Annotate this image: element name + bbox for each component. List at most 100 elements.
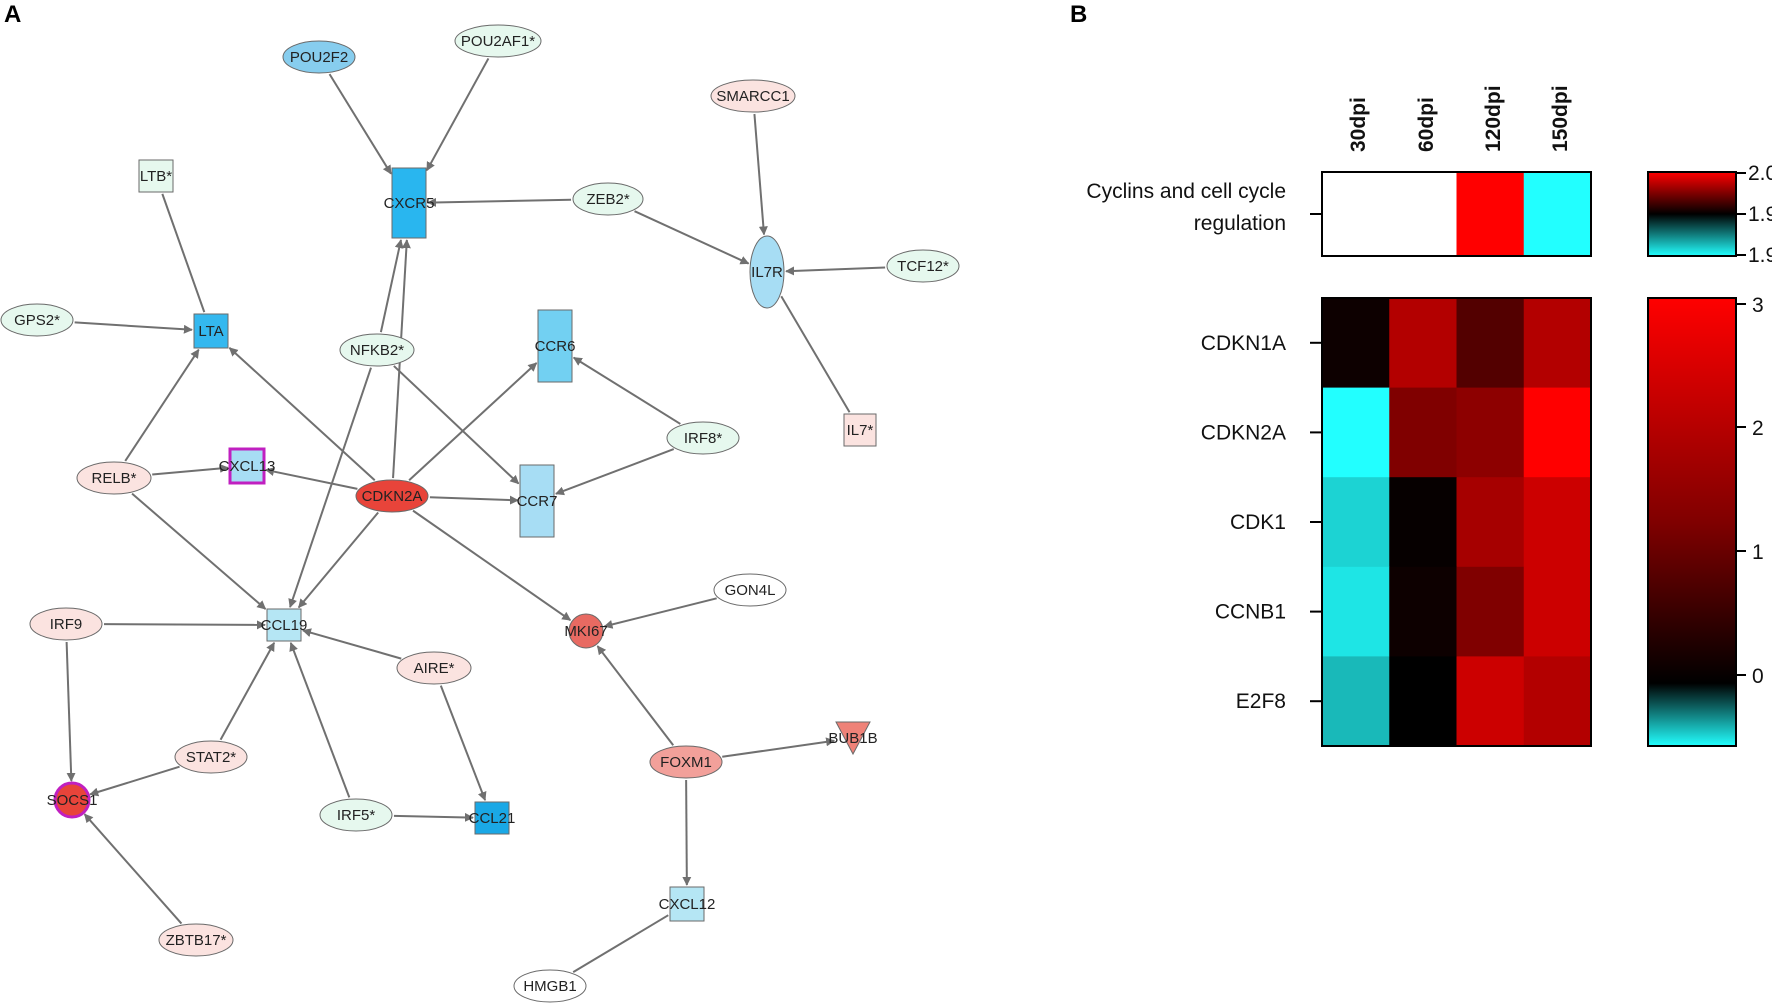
edge-relb-to-cxcl13 xyxy=(152,463,229,476)
node-smarcc1-shape xyxy=(710,79,796,113)
node-tcf12[interactable]: TCF12* xyxy=(886,249,960,283)
node-cxcl12[interactable]: CXCL12 xyxy=(659,886,716,922)
node-smarcc1[interactable]: SMARCC1 xyxy=(710,79,796,113)
heatmap-row-label-cdkn1a: CDKN1A xyxy=(1201,332,1286,355)
node-irf8[interactable]: IRF8* xyxy=(666,421,740,455)
node-ltb[interactable]: LTB* xyxy=(138,159,174,193)
node-tcf12-shape xyxy=(886,249,960,283)
node-cxcr5-label: CXCR5 xyxy=(384,195,435,212)
node-il7[interactable]: IL7* xyxy=(843,413,877,447)
colorbar-top-gradient xyxy=(1647,171,1737,257)
heatmap-cell-cdkn2a-30dpi xyxy=(1322,387,1390,478)
node-zbtb17[interactable]: ZBTB17* xyxy=(158,923,234,957)
heatmap-cell-cdkn2a-150dpi xyxy=(1523,387,1592,478)
node-zeb2-label: ZEB2* xyxy=(586,191,630,208)
node-relb-shape xyxy=(76,461,152,495)
node-gps2-label: GPS2* xyxy=(14,312,60,329)
node-ccr7-shape xyxy=(519,464,555,538)
node-cdkn2a[interactable]: CDKN2A xyxy=(355,479,429,513)
node-lta[interactable]: LTA xyxy=(193,313,229,349)
node-irf8-label: IRF8* xyxy=(684,430,723,447)
node-pou2f2[interactable]: POU2F2 xyxy=(282,40,356,74)
node-relb-label: RELB* xyxy=(91,470,136,487)
heatmap-cell-ccnb1-120dpi xyxy=(1456,566,1525,657)
node-ccr6[interactable]: CCR6 xyxy=(535,309,576,383)
node-ccr7[interactable]: CCR7 xyxy=(517,464,558,538)
node-zeb2[interactable]: ZEB2* xyxy=(572,182,644,216)
node-ccl21[interactable]: CCL21 xyxy=(469,801,516,835)
network-edges xyxy=(65,57,886,973)
node-stat2[interactable]: STAT2* xyxy=(174,740,248,774)
node-aire-label: AIRE* xyxy=(414,660,455,677)
node-bub1b-shape xyxy=(835,721,871,756)
node-il7-label: IL7* xyxy=(847,422,874,439)
edge-cdkn2a-to-ccr7 xyxy=(429,495,519,505)
node-aire[interactable]: AIRE* xyxy=(396,651,472,685)
edge-aire-to-ccl19 xyxy=(302,628,402,660)
column-label-120dpi: 120dpi xyxy=(1482,85,1505,152)
node-mki67[interactable]: MKI67 xyxy=(564,613,608,649)
node-ccl19-shape xyxy=(266,608,302,642)
edge-irf9-to-ccl19 xyxy=(103,620,266,630)
heatmap-cell-cdkn2a-60dpi xyxy=(1389,387,1457,478)
column-label-60dpi: 60dpi xyxy=(1415,97,1438,152)
edge-aire-to-ccl21 xyxy=(439,685,487,801)
heatmap-cell-e2f8-30dpi xyxy=(1322,656,1390,747)
node-socs1-label: SOCS1 xyxy=(47,792,98,809)
node-socs1[interactable]: SOCS1 xyxy=(47,781,98,819)
heatmap-cell-e2f8-150dpi xyxy=(1523,656,1592,747)
node-gon4l[interactable]: GON4L xyxy=(713,573,787,607)
node-nfkb2[interactable]: NFKB2* xyxy=(339,333,415,367)
edge-smarcc1-to-il7r xyxy=(753,113,768,236)
heatmap-row-label-cdkn2a: CDKN2A xyxy=(1201,421,1286,444)
node-cxcl13[interactable]: CXCL13 xyxy=(219,447,276,485)
edge-cdkn2a-to-ccl19 xyxy=(297,511,379,609)
node-il7r[interactable]: IL7R xyxy=(749,235,785,309)
node-irf5-label: IRF5* xyxy=(337,807,376,824)
node-cxcl12-label: CXCL12 xyxy=(659,896,716,913)
heatmap-top-cell-30dpi xyxy=(1322,172,1390,256)
heatmap-top-cell-120dpi xyxy=(1456,172,1525,256)
heatmap-top-row-label-line1: Cyclins and cell cycle xyxy=(1086,180,1286,203)
edge-nfkb2-to-ccr7 xyxy=(393,365,520,485)
node-pou2af1[interactable]: POU2AF1* xyxy=(454,24,542,58)
node-foxm1[interactable]: FOXM1 xyxy=(649,745,723,779)
node-irf9[interactable]: IRF9 xyxy=(29,607,103,641)
node-irf5[interactable]: IRF5* xyxy=(319,798,393,832)
colorbar-bottom-tick-0: 0 xyxy=(1752,665,1764,688)
node-foxm1-shape xyxy=(649,745,723,779)
node-socs1-shape xyxy=(53,781,91,819)
node-hmgb1[interactable]: HMGB1 xyxy=(513,969,587,1003)
node-ccl19[interactable]: CCL19 xyxy=(261,608,308,642)
heatmap-top-row-label-line2: regulation xyxy=(1194,212,1286,235)
node-bub1b[interactable]: BUB1B xyxy=(828,721,878,756)
colorbar-top-tick-low: 1.90 xyxy=(1748,244,1772,267)
node-nfkb2-shape xyxy=(339,333,415,367)
node-irf5-shape xyxy=(319,798,393,832)
node-cxcl13-label: CXCL13 xyxy=(219,458,276,475)
node-gps2[interactable]: GPS2* xyxy=(0,303,74,337)
edge-cdkn2a-to-ccr6 xyxy=(408,362,538,481)
node-ccl19-label: CCL19 xyxy=(261,617,308,634)
colorbar-top-tick-high: 2.00 xyxy=(1748,162,1772,185)
heatmap-column-labels: 30dpi 60dpi 120dpi 150dpi xyxy=(1347,85,1572,152)
node-cdkn2a-shape xyxy=(355,479,429,513)
node-cxcr5[interactable]: CXCR5 xyxy=(384,167,435,239)
edge-nfkb2-to-cxcr5 xyxy=(379,239,404,333)
node-lta-shape xyxy=(193,313,229,349)
node-gon4l-shape xyxy=(713,573,787,607)
node-gon4l-label: GON4L xyxy=(725,582,776,599)
colorbar-top: 2.00 1.95 1.90 xyxy=(1647,162,1772,267)
node-pou2af1-label: POU2AF1* xyxy=(461,33,535,50)
heatmap-cell-e2f8-120dpi xyxy=(1456,656,1525,747)
edge-relb-to-ccl19 xyxy=(131,492,267,610)
colorbar-bottom: 3 2 1 0 xyxy=(1647,294,1764,747)
node-aire-shape xyxy=(396,651,472,685)
edge-zeb2-to-il7r xyxy=(634,210,750,265)
node-relb[interactable]: RELB* xyxy=(76,461,152,495)
node-cxcr5-shape xyxy=(391,167,427,239)
node-il7-shape xyxy=(843,413,877,447)
